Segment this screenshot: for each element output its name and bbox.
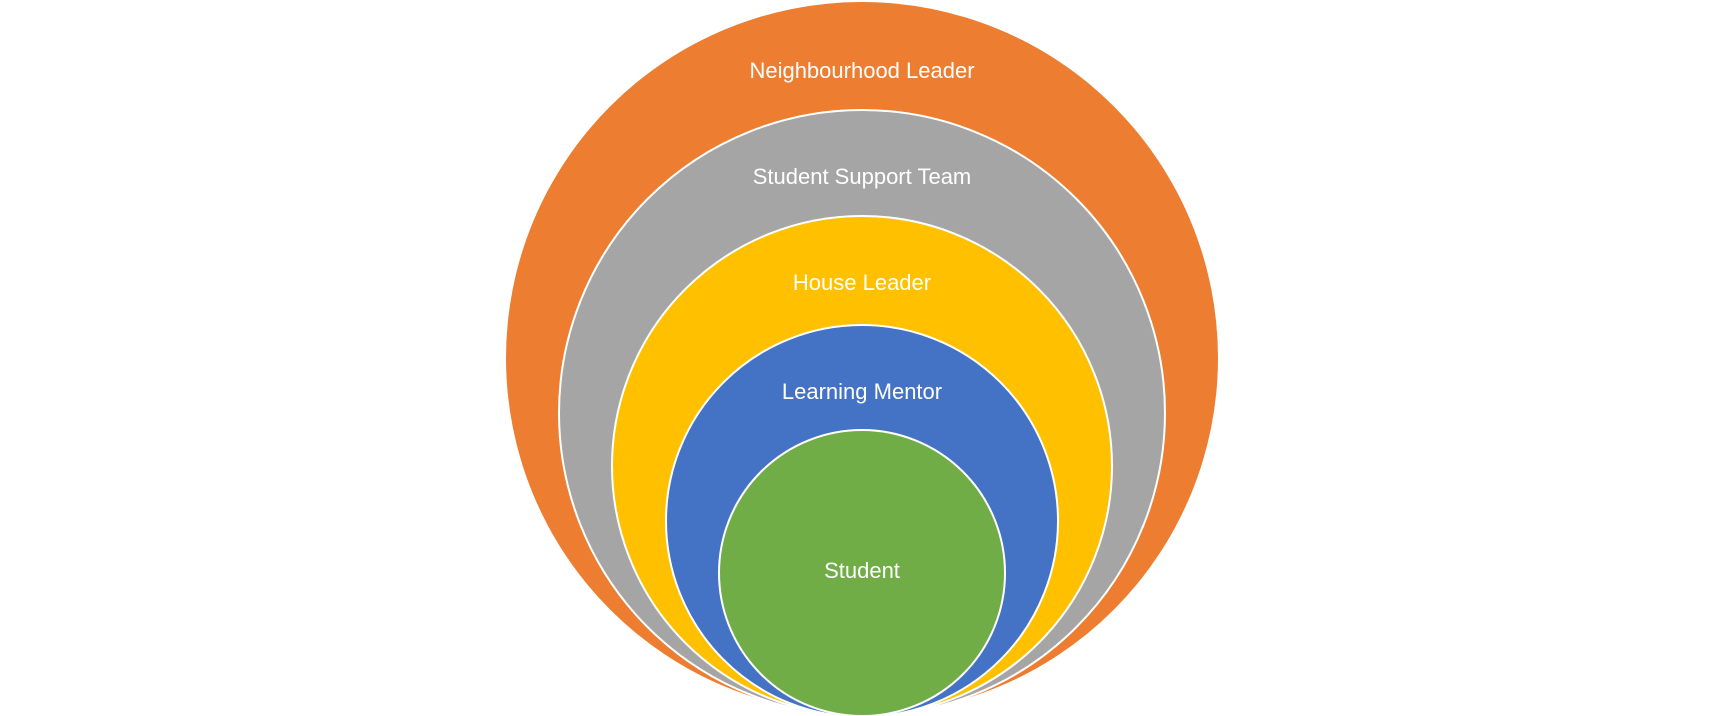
ring-label-neighbourhood-leader: Neighbourhood Leader xyxy=(749,58,974,83)
ring-label-learning-mentor: Learning Mentor xyxy=(782,379,942,404)
ring-student xyxy=(718,429,1006,716)
ring-label-student: Student xyxy=(824,558,900,583)
ring-label-house-leader: House Leader xyxy=(793,270,931,295)
ring-label-student-support-team: Student Support Team xyxy=(753,164,972,189)
